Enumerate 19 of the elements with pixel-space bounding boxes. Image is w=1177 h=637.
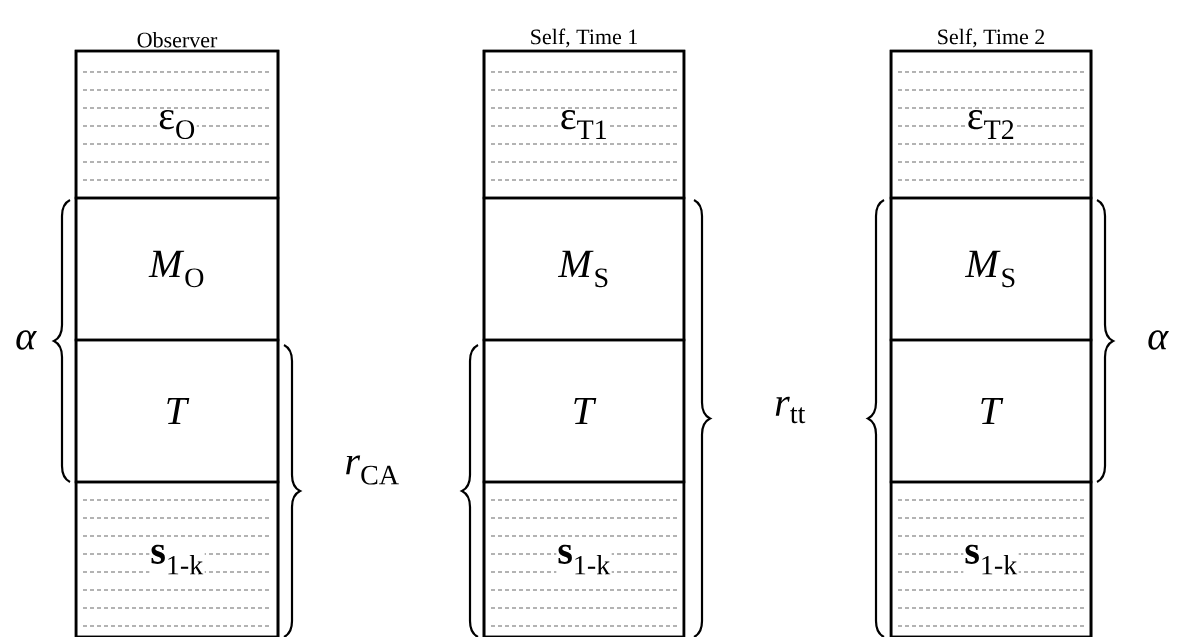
hatched-cell: ε$_{T1}$: [482, 49, 686, 200]
brace-label: α: [1148, 330, 1169, 350]
hatched-cell: s$_{1-k}$: [482, 480, 686, 637]
cell: M$_{O}$: [74, 196, 280, 342]
column-heading: Self, Time 1: [531, 28, 637, 48]
column-heading: Observer: [137, 32, 218, 48]
cell: T: [482, 338, 686, 484]
hatched-cell: s$_{1-k}$: [889, 480, 1093, 637]
brace-label: α: [16, 330, 37, 350]
cell: T: [74, 338, 280, 484]
hatched-cell: ε$_{O}$: [74, 49, 280, 200]
hatched-cell: s$_{1-k}$: [74, 480, 280, 637]
brace-label: r$_{CA}$: [346, 455, 399, 485]
column-heading: Self, Time 2: [938, 28, 1045, 48]
brace-label: r$_{tt}$: [775, 396, 806, 424]
hatched-cell: ε$_{T2}$: [889, 49, 1093, 200]
cell: M$_{S}$: [889, 196, 1093, 342]
cell: M$_{S}$: [482, 196, 686, 342]
cell: T: [889, 338, 1093, 484]
